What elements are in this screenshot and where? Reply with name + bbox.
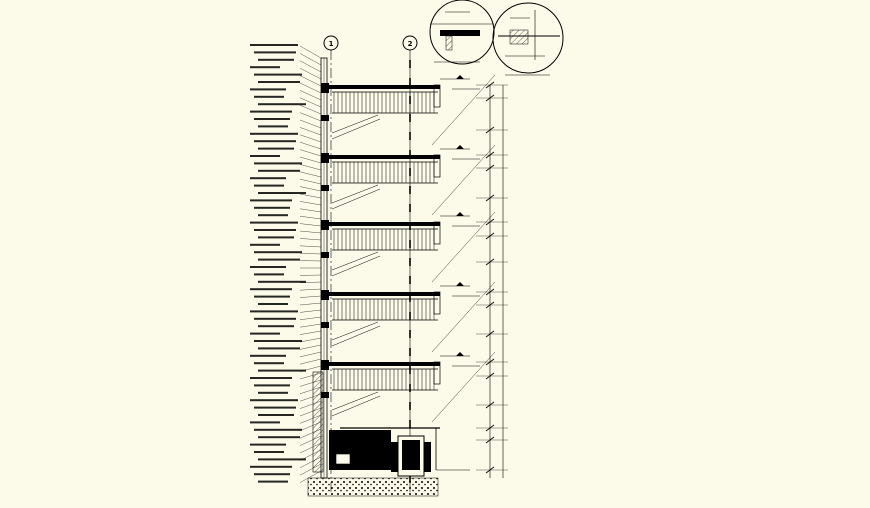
dimension-chain: [476, 81, 508, 478]
floor-3: [321, 211, 496, 283]
floor-1: [321, 74, 496, 146]
floor-4: [321, 281, 496, 353]
floor-5: [321, 351, 496, 423]
annotation-leaders: [250, 44, 322, 483]
grid-axis-label: 2: [408, 40, 413, 48]
foundation: [307, 371, 470, 497]
grid-axis-label: 1: [329, 40, 334, 48]
floor-slabs: [321, 60, 496, 482]
grid-axis-2: 2: [402, 35, 418, 51]
grid-axis-1: 1: [323, 35, 339, 51]
floor-2: [321, 144, 496, 216]
detail-callout-b: [492, 2, 564, 74]
detail-callout-a: [429, 0, 495, 65]
